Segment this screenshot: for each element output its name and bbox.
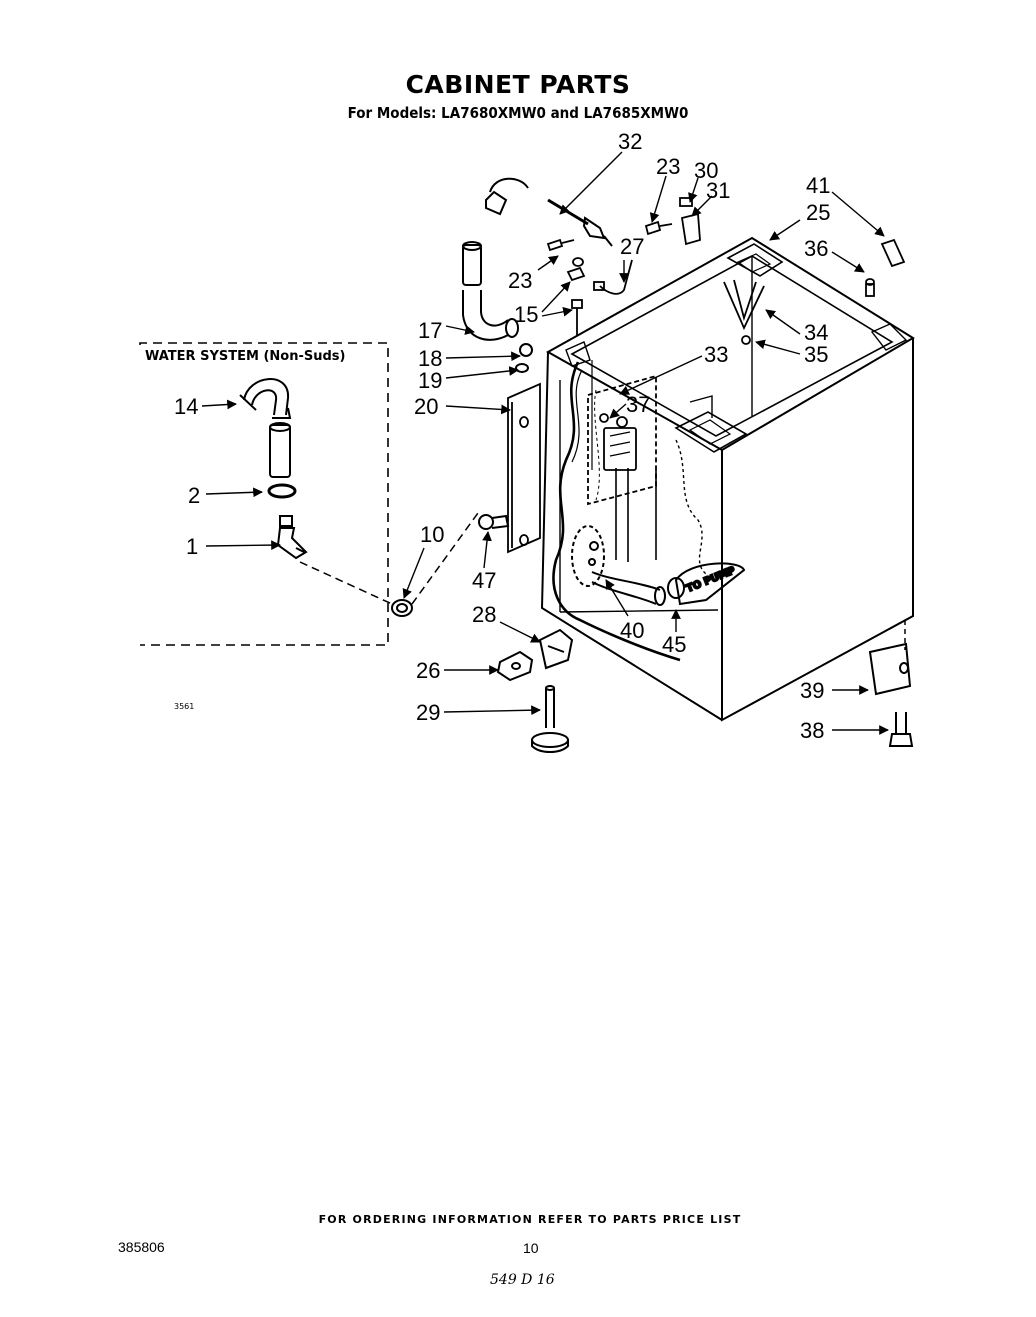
- callout-14: 14: [174, 394, 198, 419]
- handwritten-note: 549 D 16: [490, 1272, 555, 1288]
- callout-15: 15: [514, 302, 538, 327]
- callout-numbers: 14 2 1 10 32 23 30 31 41 25 27 23 36 15 …: [174, 129, 830, 743]
- callout-32: 32: [618, 129, 642, 154]
- document-number: 385806: [118, 1239, 165, 1255]
- callout-38: 38: [800, 718, 824, 743]
- connector-part-10: [391, 599, 413, 617]
- callout-35: 35: [804, 342, 828, 367]
- leg-parts: [496, 628, 574, 753]
- callout-25: 25: [806, 200, 830, 225]
- elbow-part-1: [276, 515, 308, 560]
- callout-28: 28: [472, 602, 496, 627]
- callout-36: 36: [804, 236, 828, 261]
- callout-27: 27: [620, 234, 644, 259]
- page-title: CABINET PARTS: [405, 70, 631, 99]
- callout-18: 18: [418, 346, 442, 371]
- callout-1: 1: [186, 534, 198, 559]
- power-cord-part-32: [485, 177, 613, 247]
- bottom-right-hardware: [868, 642, 914, 747]
- fill-hose-part-17: [462, 241, 533, 373]
- callout-39: 39: [800, 678, 824, 703]
- callout-17: 17: [418, 318, 442, 343]
- callout-2: 2: [188, 483, 200, 508]
- callout-10: 10: [420, 522, 444, 547]
- callout-30: 30: [694, 158, 718, 183]
- clamp-part-2: [267, 483, 297, 499]
- page-number: 10: [523, 1240, 539, 1256]
- drain-hose-part-40: TO PUMP: [571, 525, 746, 606]
- callout-41: 41: [806, 173, 830, 198]
- callout-34: 34: [804, 320, 828, 345]
- screw-part-47: [478, 514, 510, 530]
- cabinet-body: [540, 236, 915, 722]
- callout-31: 31: [706, 178, 730, 203]
- figure-id: 3561: [174, 702, 194, 711]
- callout-45: 45: [662, 632, 686, 657]
- callout-19: 19: [418, 368, 442, 393]
- hose-part-14: [239, 378, 292, 419]
- callout-37: 37: [626, 392, 650, 417]
- to-pump-label: TO PUMP: [685, 565, 737, 595]
- callout-40: 40: [620, 618, 644, 643]
- callout-20: 20: [414, 394, 438, 419]
- callout-23-left: 23: [508, 268, 532, 293]
- callout-47: 47: [472, 568, 496, 593]
- callout-26: 26: [416, 658, 440, 683]
- inset-title: WATER SYSTEM (Non-Suds): [145, 349, 345, 364]
- top-right-hardware: [723, 238, 906, 345]
- leader-lines: [201, 151, 889, 735]
- ordering-note: FOR ORDERING INFORMATION REFER TO PARTS …: [318, 1213, 742, 1226]
- callout-29: 29: [416, 700, 440, 725]
- water-system-inset: WATER SYSTEM (Non-Suds): [139, 342, 479, 646]
- pressure-switch-part-33: [587, 374, 657, 506]
- tube-segment: [269, 422, 291, 478]
- rear-plate-part-20: [507, 382, 541, 554]
- hardware-top: [546, 197, 701, 336]
- models-subtitle: For Models: LA7680XMW0 and LA7685XMW0: [347, 104, 689, 122]
- callout-33: 33: [704, 342, 728, 367]
- callout-23-top: 23: [656, 154, 680, 179]
